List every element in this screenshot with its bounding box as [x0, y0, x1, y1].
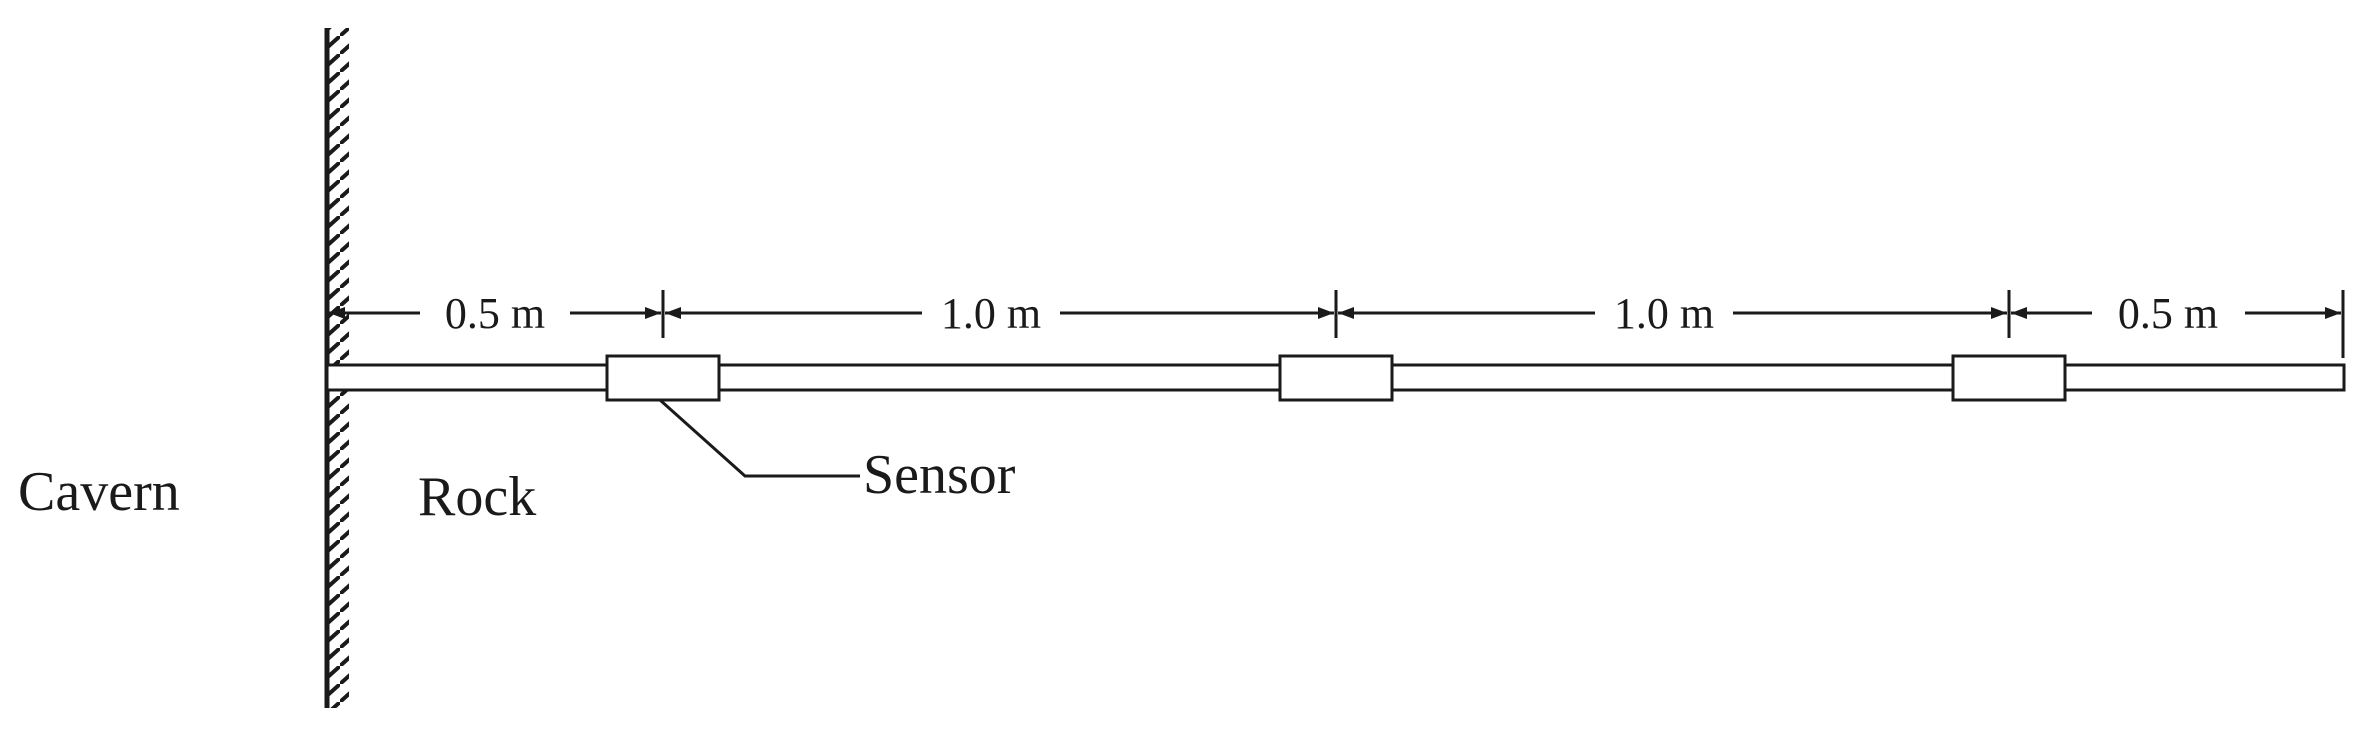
sensor-leader-line [659, 398, 860, 478]
dimension-lines [329, 307, 2341, 319]
dimension-label-1: 0.5 m [445, 289, 545, 338]
sensor-label: Sensor [863, 444, 1016, 506]
cavern-label: Cavern [18, 461, 180, 523]
sensor-2 [1278, 354, 1394, 402]
dimension-label-3: 1.0 m [1614, 289, 1714, 338]
sensor-3 [1951, 354, 2067, 402]
rock-label: Rock [418, 466, 536, 528]
sensor-1 [605, 354, 721, 402]
dimension-label-2: 1.0 m [941, 289, 1041, 338]
dimension-ticks [325, 290, 2345, 358]
dimension-label-4: 0.5 m [2118, 289, 2218, 338]
